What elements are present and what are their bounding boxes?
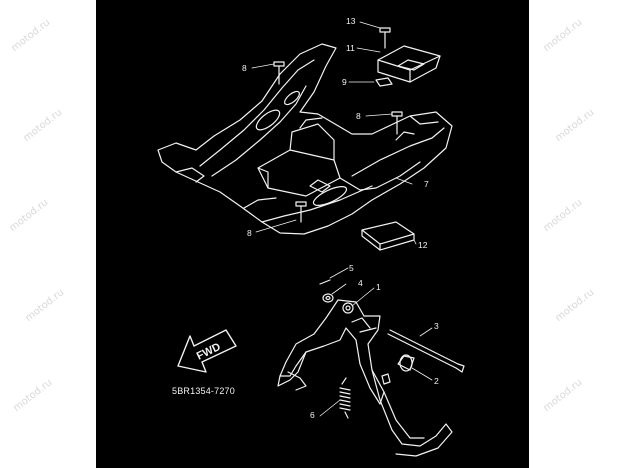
callout-8: 8 xyxy=(356,111,361,121)
callout-9: 9 xyxy=(342,77,347,87)
washer-4-5 xyxy=(319,279,334,303)
callout-12: 12 xyxy=(418,240,428,250)
pivot-shaft-3 xyxy=(387,329,465,373)
callout-1: 1 xyxy=(376,282,381,292)
bolt-8-left xyxy=(273,61,285,85)
callout-3: 3 xyxy=(434,321,439,331)
callout-6: 6 xyxy=(310,410,315,420)
bolt-8-right xyxy=(391,111,403,135)
battery-box-11 xyxy=(377,45,441,83)
callout-7: 7 xyxy=(424,179,429,189)
bolt-13 xyxy=(379,27,391,49)
bolt-8-bottom xyxy=(295,201,307,223)
fwd-arrow-icon: FWD xyxy=(177,329,237,373)
under-cover-assembly xyxy=(157,43,453,235)
diagram-panel xyxy=(96,0,529,468)
callout-11: 11 xyxy=(346,43,355,53)
part-code: 5BR1354-7270 xyxy=(172,386,235,396)
center-stand-assembly xyxy=(277,299,453,457)
collar-2 xyxy=(397,354,415,372)
spring-6 xyxy=(339,377,351,419)
callout-4: 4 xyxy=(358,278,363,288)
callout-5: 5 xyxy=(349,263,354,273)
callout-13: 13 xyxy=(346,16,356,26)
damper-9 xyxy=(375,77,393,87)
leader-lines xyxy=(251,21,433,417)
callout-8: 8 xyxy=(242,63,247,73)
callout-8: 8 xyxy=(247,228,252,238)
callout-2: 2 xyxy=(434,376,439,386)
mat-12 xyxy=(361,221,415,251)
